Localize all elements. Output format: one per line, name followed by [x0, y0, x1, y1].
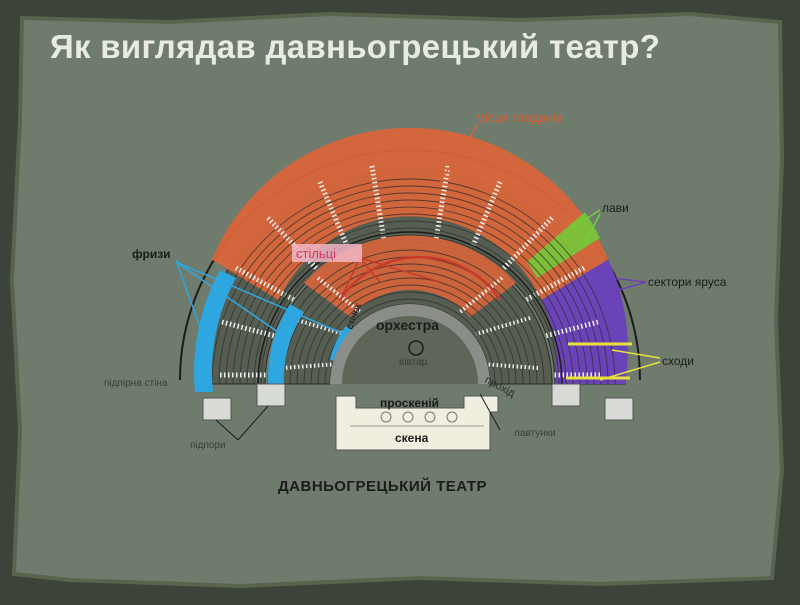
lower-tier-stairs: [281, 276, 539, 370]
support-left-2: [256, 383, 286, 407]
inner-frieze: [267, 304, 304, 388]
support-right-2: [604, 397, 634, 421]
diagram-caption: ДАВНЬОГРЕЦЬКИЙ ТЕАТР: [278, 477, 487, 495]
proscenium-columns: [380, 411, 458, 423]
altar-icon: [408, 340, 424, 356]
altar-label: вівтар: [399, 357, 428, 368]
slide-title: Як виглядав давньогрецький театр?: [50, 28, 661, 65]
proscenium-label: проскеній: [380, 396, 439, 410]
stairs-label: сходи: [662, 354, 694, 368]
arches-label: лавтунки: [514, 428, 556, 439]
upper-tier-benches-band: [527, 212, 600, 278]
orchestra-ring: [330, 304, 490, 384]
diazoma-line: [257, 231, 563, 385]
side-stairs: [566, 342, 632, 380]
sectors-label: сектори яруса: [648, 275, 727, 289]
chairs-label: стільці: [296, 246, 336, 261]
seats-label: місця глядачів: [476, 110, 563, 125]
orchestra-label: орхестра: [376, 317, 439, 333]
friezes-label: фризи: [132, 247, 171, 261]
leader-lines: [175, 123, 661, 441]
support-right-1: [551, 383, 581, 407]
chairs-row: [338, 255, 502, 301]
retaining-wall-label-line1: підпірна стіна: [104, 378, 168, 389]
outer-frieze: [194, 270, 236, 392]
lower-tier-bench-lines: [275, 249, 545, 385]
benches-label: лави: [602, 201, 629, 215]
supports-label: підпори: [190, 440, 226, 451]
stage-building: [335, 395, 499, 451]
upper-tier-bench-lines: [204, 178, 616, 385]
skene-label: скена: [395, 431, 429, 445]
support-left-1: [202, 397, 232, 421]
chairs-label-bg: [292, 244, 362, 262]
